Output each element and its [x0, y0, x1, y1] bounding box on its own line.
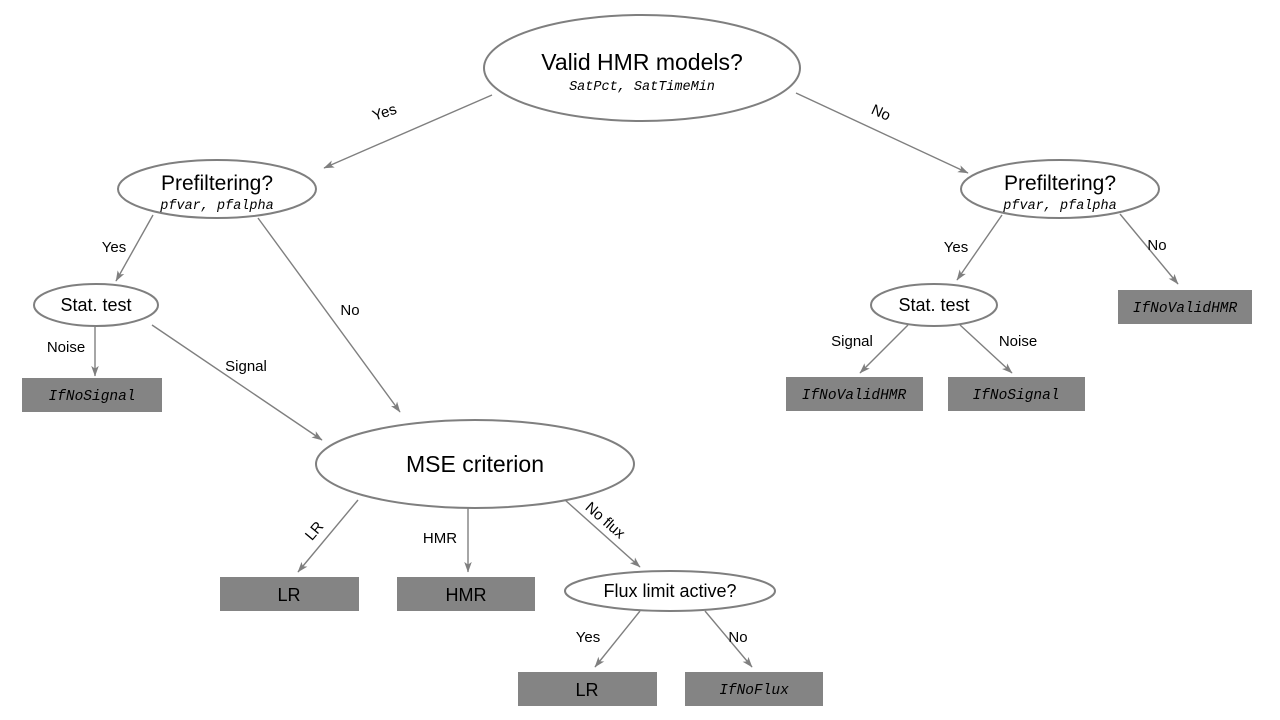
- node-stat-test-left-label: Stat. test: [60, 295, 131, 315]
- terminal-hmr-mse[interactable]: HMR: [397, 577, 535, 611]
- terminal-ifnoflux-label: IfNoFlux: [719, 683, 789, 699]
- edge-flux-yes: Yes: [576, 610, 641, 668]
- node-valid-hmr-params: SatPct, SatTimeMin: [569, 80, 715, 95]
- edge-pfright-yes: Yes: [944, 214, 1003, 281]
- edge-pfleft-no: No: [257, 217, 401, 413]
- terminal-ifnosignal-left-label: IfNoSignal: [48, 389, 135, 405]
- edge-pfleft-yes: Yes: [102, 214, 154, 282]
- node-mse-criterion-label: MSE criterion: [406, 451, 544, 477]
- terminal-ifnoflux[interactable]: IfNoFlux: [685, 672, 823, 706]
- terminal-lr-mse-label: LR: [277, 585, 300, 605]
- node-flux-limit-label: Flux limit active?: [603, 581, 736, 601]
- edge-stright-noise: Noise: [959, 324, 1037, 374]
- edge-label-flux-yes: Yes: [576, 629, 600, 646]
- node-valid-hmr[interactable]: Valid HMR models? SatPct, SatTimeMin: [483, 14, 801, 122]
- edge-valid-yes: Yes: [323, 94, 493, 169]
- edge-label-mse-hmr: HMR: [423, 530, 457, 547]
- edge-label-pfleft-no: No: [340, 302, 359, 319]
- node-prefilter-right-params: pfvar, pfalpha: [1002, 199, 1116, 214]
- terminal-lr-flux[interactable]: LR: [518, 672, 657, 706]
- node-prefilter-right[interactable]: Prefiltering? pfvar, pfalpha: [960, 159, 1160, 219]
- terminal-lr-flux-label: LR: [575, 680, 598, 700]
- edge-label-stright-noise: Noise: [999, 333, 1037, 350]
- node-valid-hmr-label: Valid HMR models?: [541, 49, 743, 75]
- node-stat-test-left[interactable]: Stat. test: [33, 283, 159, 327]
- node-stat-test-right-label: Stat. test: [898, 295, 969, 315]
- node-flux-limit[interactable]: Flux limit active?: [564, 570, 776, 612]
- edge-label-stright-signal: Signal: [831, 333, 873, 350]
- node-prefilter-left-params: pfvar, pfalpha: [159, 199, 273, 214]
- terminal-ifnovalidhmr-right-label: IfNoValidHMR: [1133, 301, 1238, 317]
- terminal-ifnovalidhmr-mid-label: IfNoValidHMR: [802, 388, 907, 404]
- terminal-lr-mse[interactable]: LR: [220, 577, 359, 611]
- edge-mse-noflux: No flux: [564, 499, 641, 568]
- node-prefilter-right-label: Prefiltering?: [1004, 172, 1116, 195]
- edge-label-stleft-signal: Signal: [225, 358, 267, 375]
- edge-label-valid-no: No: [869, 101, 893, 124]
- edge-label-flux-no: No: [728, 629, 747, 646]
- terminal-ifnosignal-right-label: IfNoSignal: [972, 388, 1059, 404]
- terminal-ifnovalidhmr-mid[interactable]: IfNoValidHMR: [786, 377, 923, 411]
- edge-flux-no: No: [704, 610, 753, 668]
- edge-stright-signal: Signal: [831, 324, 909, 374]
- edge-label-mse-lr: LR: [302, 518, 327, 544]
- node-prefilter-left-label: Prefiltering?: [161, 172, 273, 195]
- edge-label-valid-yes: Yes: [370, 101, 399, 125]
- edge-label-pfright-no: No: [1147, 237, 1166, 254]
- node-prefilter-left[interactable]: Prefiltering? pfvar, pfalpha: [117, 159, 317, 219]
- edge-mse-hmr: HMR: [423, 508, 472, 573]
- edge-valid-no: No: [795, 92, 969, 174]
- node-stat-test-right[interactable]: Stat. test: [870, 283, 998, 327]
- edge-label-stleft-noise: Noise: [47, 339, 85, 356]
- edge-mse-lr: LR: [297, 499, 359, 573]
- edge-stleft-signal: Signal: [151, 324, 323, 441]
- terminal-ifnosignal-right[interactable]: IfNoSignal: [948, 377, 1085, 411]
- terminal-ifnovalidhmr-right[interactable]: IfNoValidHMR: [1118, 290, 1252, 324]
- edge-pfright-no: No: [1119, 213, 1179, 285]
- terminal-ifnosignal-left[interactable]: IfNoSignal: [22, 378, 162, 412]
- edge-stleft-noise: Noise: [47, 327, 99, 377]
- terminal-hmr-mse-label: HMR: [446, 585, 487, 605]
- edge-label-pfleft-yes: Yes: [102, 239, 126, 256]
- edge-label-pfright-yes: Yes: [944, 239, 968, 256]
- node-mse-criterion[interactable]: MSE criterion: [315, 419, 635, 509]
